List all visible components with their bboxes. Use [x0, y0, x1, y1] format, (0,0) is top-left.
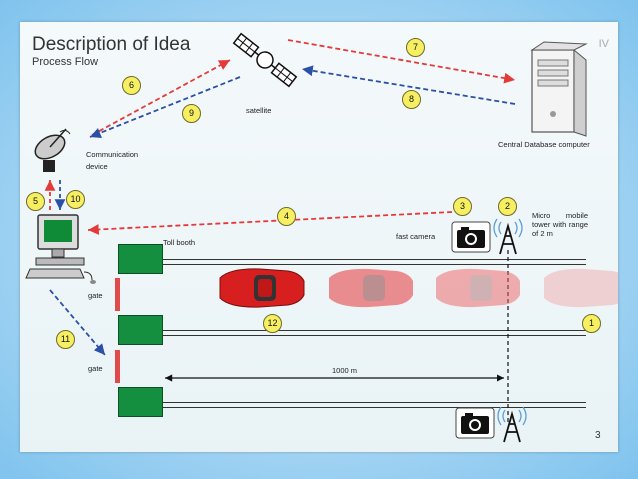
toll-booth-3 — [118, 387, 163, 417]
camera-icon — [455, 407, 495, 439]
toll-booth-label: Toll booth — [163, 238, 196, 247]
fast-camera-label: fast camera — [396, 232, 436, 241]
gate-label-lower: gate — [88, 364, 103, 373]
arrow-6-device-to-satellite — [91, 59, 231, 136]
satellite-label: satellite — [246, 106, 272, 115]
arrow-9-satellite-to-device — [89, 76, 241, 139]
slide-section-numeral: IV — [598, 38, 609, 50]
road-lane-line-2 — [163, 330, 586, 336]
car-icon — [544, 268, 618, 308]
diagram-graphics — [25, 32, 618, 443]
car-icon — [219, 268, 305, 308]
road-lane-line-1 — [163, 259, 586, 265]
camera-icon — [451, 221, 491, 253]
satellite-icon — [232, 32, 298, 88]
computer-tower-icon — [530, 41, 588, 137]
step-badge-9: 9 — [182, 104, 201, 123]
communication-device-label: Communication device — [86, 150, 139, 171]
toll-booth-2 — [118, 315, 163, 345]
road-lane-line-3 — [163, 402, 586, 408]
step-badge-2: 2 — [498, 197, 517, 216]
arrow-11-pc-to-gate — [49, 289, 106, 356]
radio-tower-icon — [497, 406, 527, 443]
car-icon — [436, 268, 520, 308]
step-badge-7: 7 — [406, 38, 425, 57]
radio-tower-icon — [493, 218, 523, 255]
step-badge-11: 11 — [56, 330, 75, 349]
slide: Description of Idea Process Flow IV — [20, 22, 618, 452]
micro-tower-label: Micro mobile tower with range of 2 m — [532, 211, 588, 238]
slide-title: Description of Idea — [32, 34, 191, 55]
gate-bar-1 — [115, 278, 120, 311]
arrow-8-central-to-satellite — [301, 65, 516, 105]
step-badge-6: 6 — [122, 76, 141, 95]
gate-bar-2 — [115, 350, 120, 383]
step-badge-1: 1 — [582, 314, 601, 333]
step-badge-4: 4 — [277, 207, 296, 226]
step-badge-5: 5 — [26, 192, 45, 211]
step-badge-10: 10 — [66, 190, 85, 209]
desktop-computer-icon — [25, 214, 96, 284]
satellite-dish-icon — [34, 128, 71, 172]
gate-label-upper: gate — [88, 291, 103, 300]
step-badge-8: 8 — [402, 90, 421, 109]
car-icon — [329, 268, 413, 308]
toll-booth-1 — [118, 244, 163, 274]
step-badge-3: 3 — [453, 197, 472, 216]
arrow-4-camera-to-pc — [87, 211, 453, 235]
step-badge-12: 12 — [263, 314, 282, 333]
central-computer-label: Central Database computer — [498, 140, 590, 149]
distance-label: 1000 m — [332, 366, 358, 375]
arrow-7-satellite-to-central — [287, 39, 516, 84]
page-number: 3 — [595, 430, 601, 441]
slide-subtitle: Process Flow — [32, 56, 99, 68]
